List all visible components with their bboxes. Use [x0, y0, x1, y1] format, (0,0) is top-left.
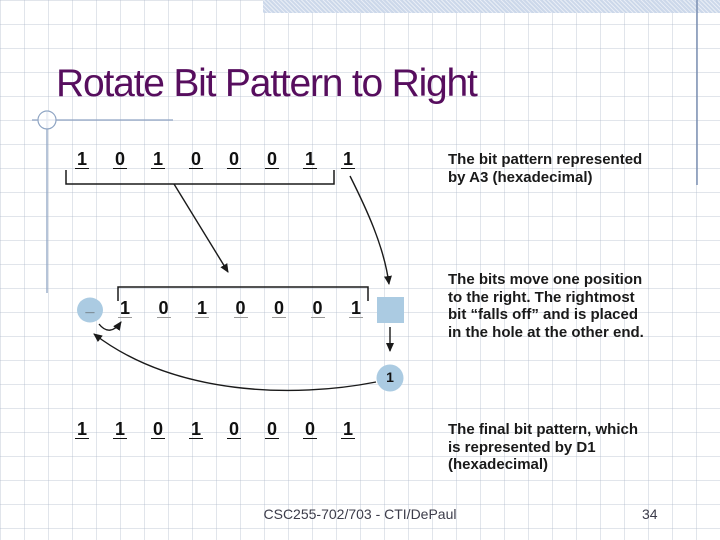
- decor-circle: [37, 110, 57, 130]
- bit: 0: [310, 298, 325, 318]
- footer-page-number: 34: [642, 506, 658, 522]
- bit: 1: [113, 419, 127, 439]
- bit: 0: [233, 298, 248, 318]
- caption-line: is represented by D1: [448, 438, 596, 456]
- wraparound-arrow: [93, 333, 377, 392]
- bit: 1: [151, 149, 165, 169]
- falloff-square: [377, 297, 404, 323]
- caption-line: by A3 (hexadecimal): [448, 168, 593, 186]
- bit: 0: [227, 149, 241, 169]
- bit-row-step1: 1 0 1 0 0 0 1 1: [75, 149, 355, 169]
- bit: 0: [113, 149, 127, 169]
- bit-row-step2: 1 0 1 0 0 0 1: [118, 298, 363, 318]
- bit: 0: [151, 419, 165, 439]
- caption-line: The final bit pattern, which: [448, 421, 639, 438]
- page-title: Rotate Bit Pattern to Right: [56, 62, 478, 105]
- bit: 0: [265, 149, 279, 169]
- bit: 0: [156, 298, 171, 318]
- bit: 1: [189, 419, 203, 439]
- bit: 1: [75, 419, 89, 439]
- fallen-bit-circle: [376, 364, 404, 392]
- footer-course-label: CSC255-702/703 - CTI/DePaul: [263, 506, 457, 522]
- caption-line: (hexadecimal): [448, 456, 549, 473]
- bit: 0: [265, 419, 279, 439]
- bit: 0: [303, 419, 317, 439]
- row1-under-bracket: [65, 170, 335, 185]
- bit: 0: [272, 298, 286, 318]
- shift-arrow: [173, 183, 229, 273]
- bit: 0: [227, 419, 241, 439]
- caption-line: bit “falls off” and is placed: [448, 306, 639, 323]
- caption-line: to the right. The rightmost: [448, 288, 635, 306]
- hole-fill-arrow: [98, 321, 122, 331]
- bit: 1: [303, 149, 317, 169]
- bit: 1: [349, 298, 363, 318]
- hole-placeholder-label: _: [85, 298, 95, 315]
- bit: 1: [341, 419, 355, 439]
- top-accent-band: [263, 0, 720, 13]
- bit: 0: [189, 149, 203, 169]
- caption-step2: The bits move one position to the right.…: [448, 271, 694, 341]
- caption-step1: The bit pattern represented by A3 (hexad…: [448, 151, 694, 186]
- caption-line: The bit pattern represented: [448, 151, 643, 168]
- bit: 1: [341, 149, 355, 169]
- hole-circle: [77, 297, 103, 323]
- row2-over-bracket: [117, 286, 369, 301]
- bit: 1: [195, 298, 209, 318]
- caption-line: in the hole at the other end.: [448, 323, 644, 341]
- bit: 1: [75, 149, 89, 169]
- bit: 1: [118, 298, 132, 318]
- bit-row-step3: 1 1 0 1 0 0 0 1: [75, 419, 355, 439]
- falloff-arrow: [349, 175, 392, 285]
- fallen-bit-label: 1: [386, 369, 394, 385]
- caption-step3: The final bit pattern, which is represen…: [448, 421, 694, 474]
- caption-line: The bits move one position: [448, 271, 643, 288]
